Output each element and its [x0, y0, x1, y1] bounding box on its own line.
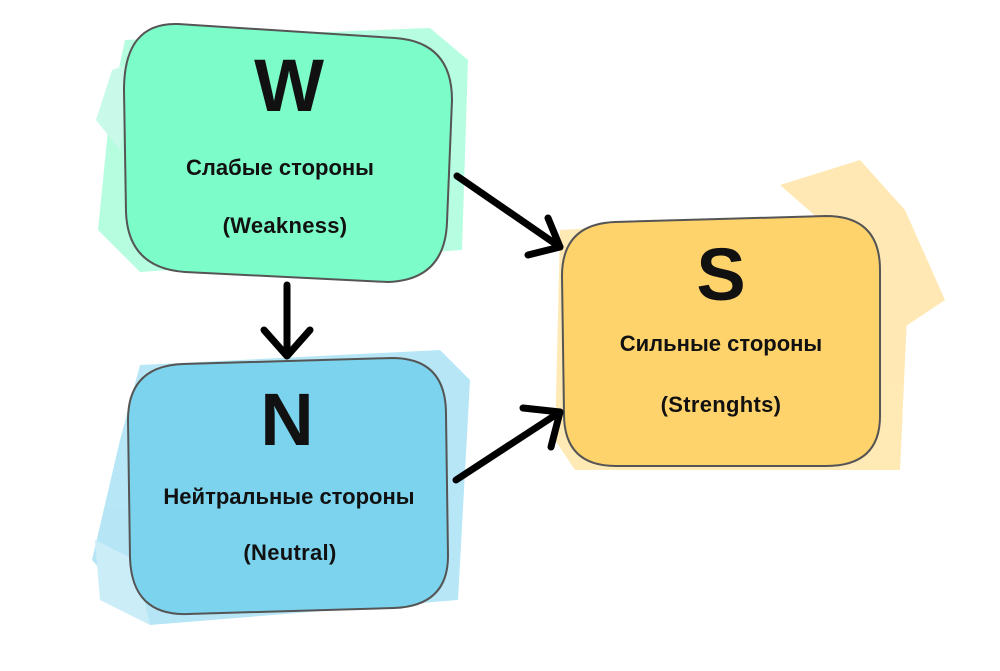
- strengths-letter: S: [696, 233, 746, 316]
- arrow-neutral-to-strengths: [452, 404, 564, 484]
- weakness-subtitle: (Weakness): [222, 213, 348, 238]
- strengths-box: [560, 214, 881, 467]
- strengths-title: Сильные стороны: [619, 331, 823, 356]
- neutral-subtitle: (Neutral): [243, 540, 337, 565]
- strengths-subtitle: (Strenghts): [660, 392, 782, 417]
- arrow-weakness-to-neutral: [260, 281, 314, 360]
- weakness-title: Слабые стороны: [186, 155, 374, 180]
- neutral-letter: N: [260, 378, 314, 461]
- neutral-box: [126, 356, 450, 616]
- arrow-weakness-to-strengths: [453, 172, 564, 259]
- neutral-title: Нейтральные стороны: [163, 484, 415, 509]
- weakness-letter: W: [254, 44, 324, 127]
- weakness-box: [122, 22, 454, 284]
